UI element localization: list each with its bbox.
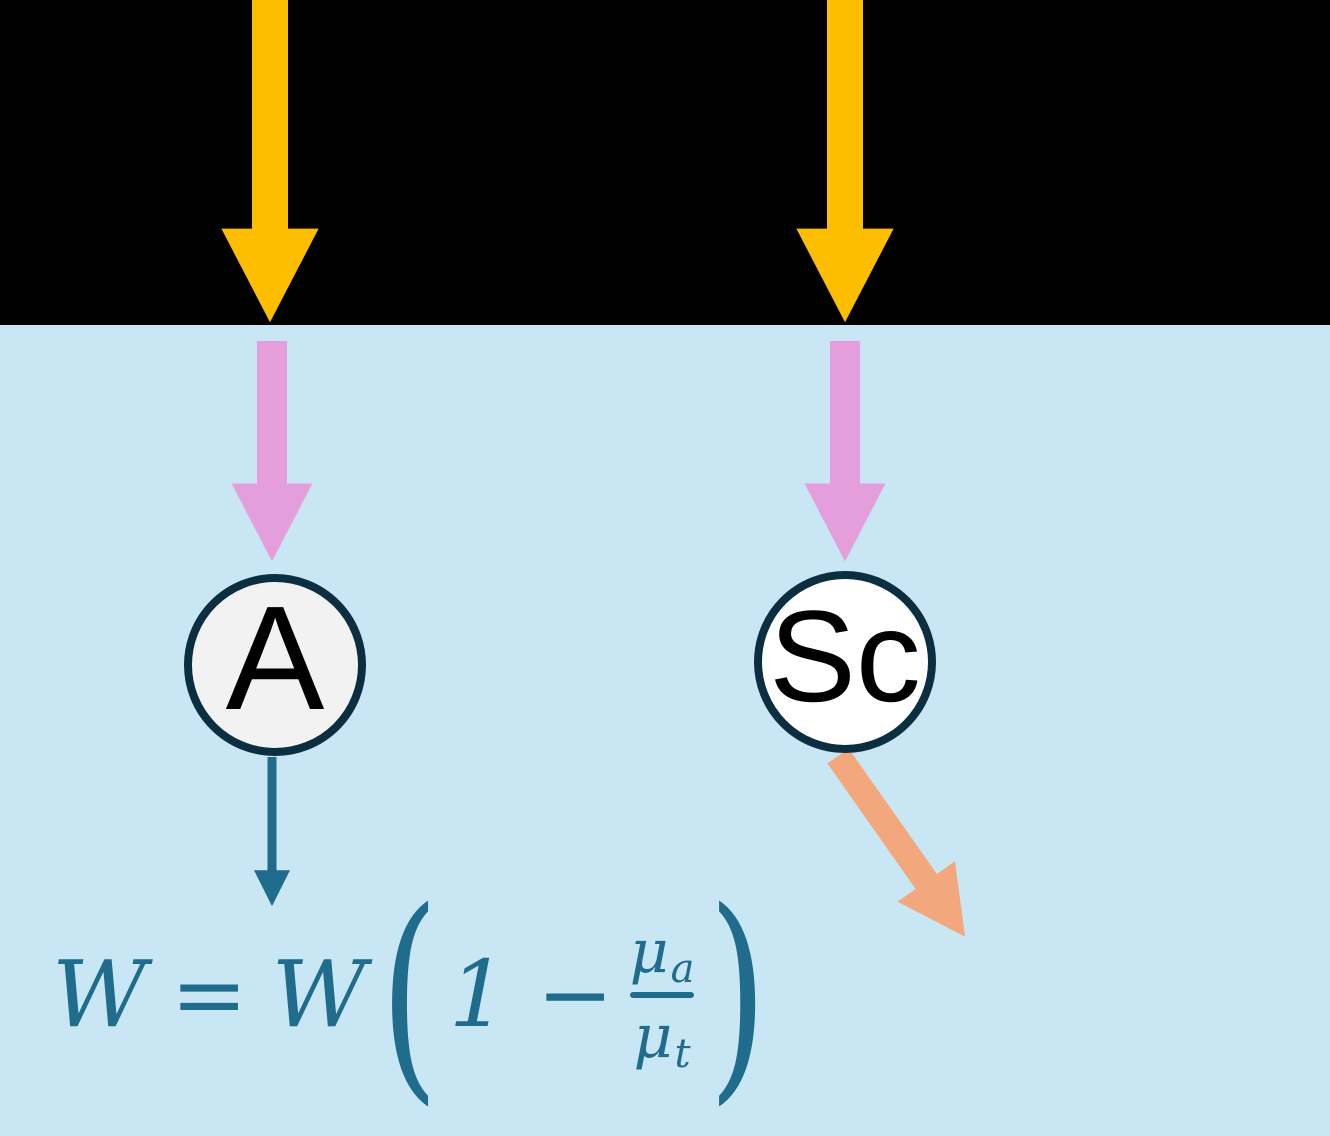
- formula-denominator: μ t: [633, 1002, 691, 1076]
- mu-symbol: μ: [629, 917, 669, 987]
- formula-numerator: μ a: [629, 917, 695, 991]
- mu-symbol: μ: [633, 1002, 673, 1072]
- subscript-a: a: [670, 946, 695, 992]
- formula-rhs-symbol: W: [271, 941, 367, 1048]
- subscript-t: t: [674, 1031, 691, 1077]
- scattering-node-label: Sc: [769, 583, 921, 729]
- formula-close-paren: ): [708, 864, 768, 1126]
- absorption-node: A: [184, 574, 366, 756]
- formula-one-minus: 1 −: [448, 941, 614, 1048]
- formula-fraction: μ a μ t: [629, 917, 695, 1076]
- formula-open-paren: (: [380, 864, 439, 1126]
- scattering-node: Sc: [754, 571, 936, 753]
- fraction-bar: [629, 992, 695, 998]
- scattered-photon-arrow: [827, 748, 966, 937]
- formula-lhs: W: [52, 941, 147, 1048]
- absorption-node-label: A: [225, 576, 325, 741]
- formula-equals: =: [170, 941, 248, 1048]
- absorbed-energy-formula: W = W ( 1 − μ a μ t ): [52, 878, 767, 1112]
